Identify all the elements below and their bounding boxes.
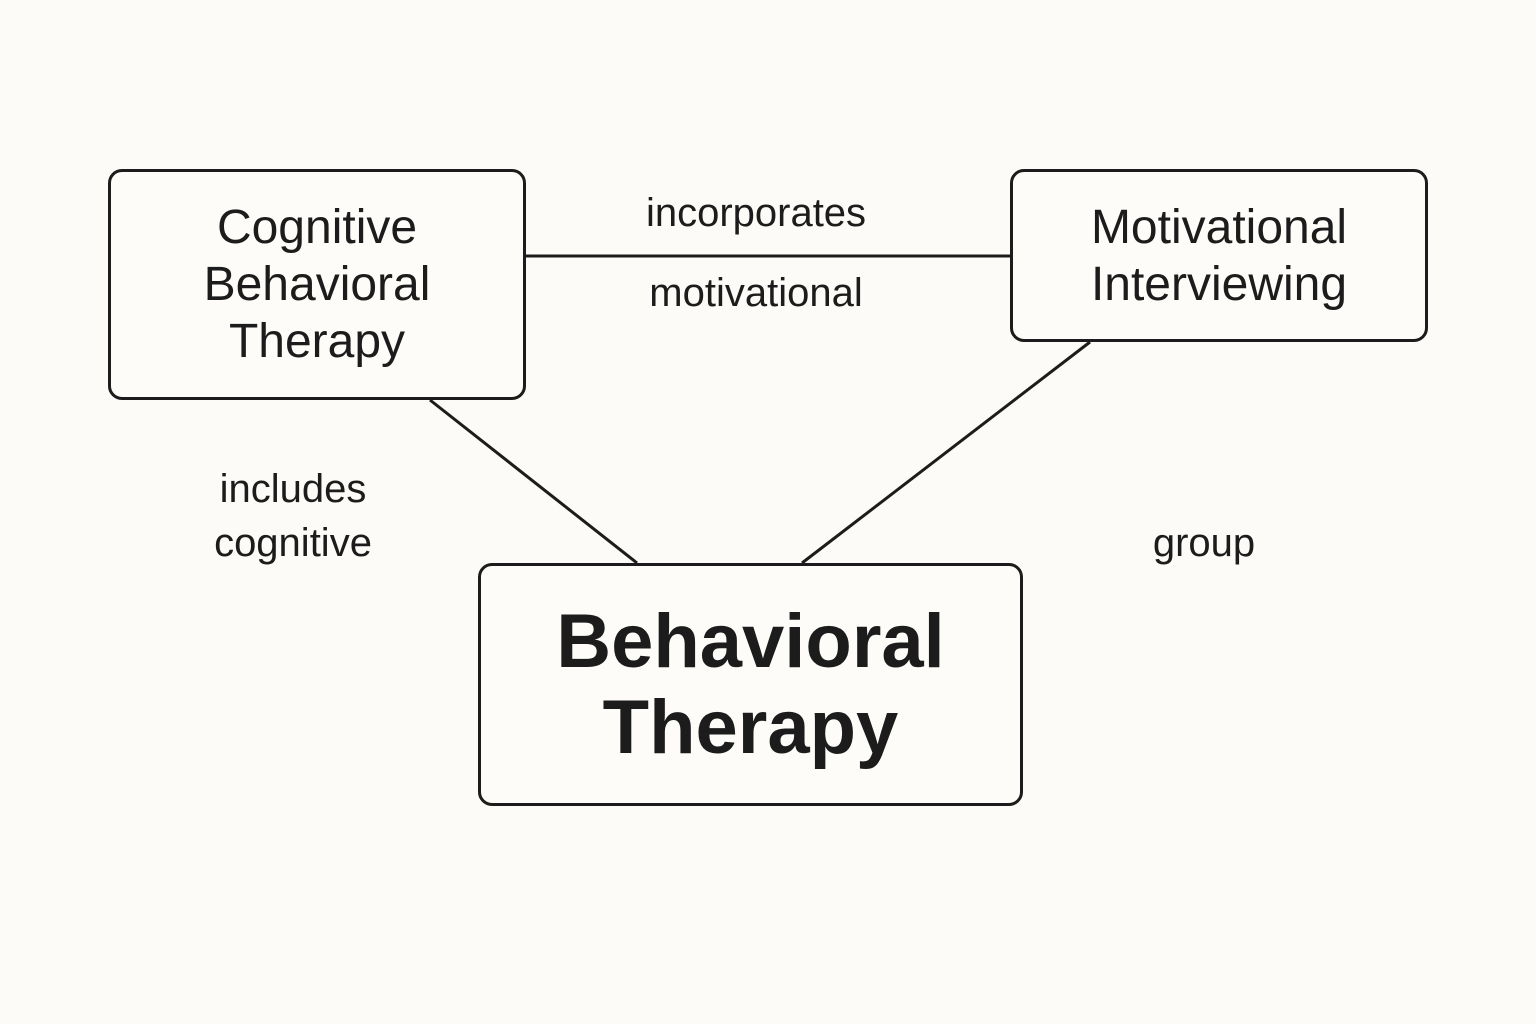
node-label: Behavioral Therapy [556, 598, 945, 770]
node-label: Cognitive Behavioral Therapy [203, 201, 431, 368]
edge-cbt-bt [429, 398, 638, 565]
edge-label-motivational: motivational [649, 271, 863, 315]
node-motivational-interviewing[interactable]: Motivational Interviewing [1010, 169, 1428, 342]
node-label: Motivational Interviewing [1090, 200, 1348, 311]
edge-label-includes-cognitive: includes cognitive [214, 467, 372, 565]
node-behavioral-therapy[interactable]: Behavioral Therapy [478, 563, 1023, 806]
node-cognitive-behavioral-therapy[interactable]: Cognitive Behavioral Therapy [108, 169, 526, 400]
edge-mi-bt [801, 340, 1091, 565]
edge-label-incorporates: incorporates [645, 191, 867, 235]
edge-label-group: group [1152, 521, 1256, 565]
